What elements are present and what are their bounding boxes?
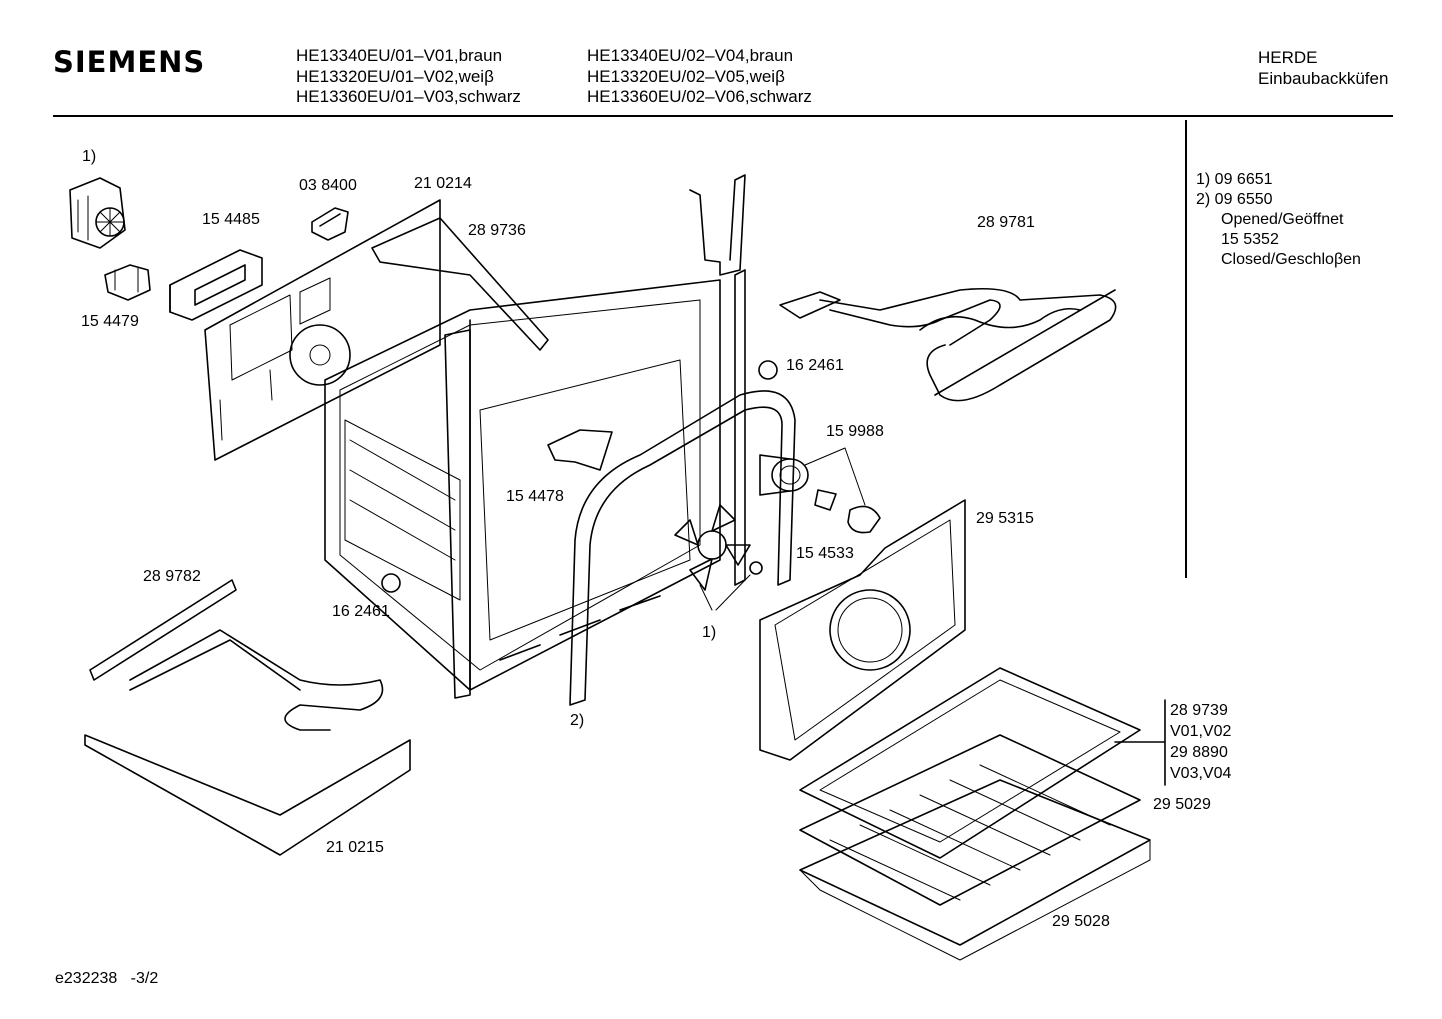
lamp-cover-drawing bbox=[847, 505, 881, 534]
notes-divider bbox=[1185, 120, 1187, 578]
fan-drawing bbox=[674, 504, 751, 591]
model-line: HE13340EU/01–V01,braun bbox=[296, 46, 503, 65]
note-line: 15 5352 bbox=[1221, 231, 1279, 248]
leader-line bbox=[699, 574, 751, 611]
part-number-label: 21 0214 bbox=[414, 175, 472, 192]
tray-bracket-line bbox=[1114, 699, 1166, 786]
part-ref-label: 2) bbox=[570, 712, 585, 729]
bottom-element-drawing bbox=[84, 579, 411, 856]
clip-drawing bbox=[311, 207, 349, 241]
category-block: HERDE Einbaubackküfen bbox=[1258, 47, 1388, 89]
model-line: HE13340EU/02–V04,braun bbox=[587, 46, 794, 65]
part-number-label: 28 9781 bbox=[977, 214, 1035, 231]
notes-panel: 1) 09 6651 2) 09 6550 Opened/Geöffnet 15… bbox=[1196, 170, 1361, 270]
tray-variant-list: 28 9739 V01,V02 29 8890 V03,V04 bbox=[1170, 700, 1231, 784]
grommet-drawing bbox=[381, 573, 401, 593]
grommet-drawing bbox=[758, 360, 778, 380]
rear-panel-drawing bbox=[759, 499, 966, 761]
category-subtitle: Einbaubackküfen bbox=[1258, 69, 1389, 88]
grill-element-drawing bbox=[779, 287, 1117, 402]
part-number-label: 28 9736 bbox=[468, 222, 526, 239]
model-line: HE13320EU/02–V05,weiβ bbox=[587, 66, 785, 86]
brand-logo: SIEMENS bbox=[53, 45, 206, 79]
part-number-label: 21 0215 bbox=[326, 839, 384, 856]
part-number-label: 15 9988 bbox=[826, 423, 884, 440]
tray-variant-line: 28 9739 bbox=[1170, 702, 1228, 719]
part-number-label: 16 2461 bbox=[786, 357, 844, 374]
part-number-label: 28 9782 bbox=[143, 568, 201, 585]
part-ref-label: 1) bbox=[82, 148, 97, 165]
baking-tray-drawing bbox=[799, 667, 1141, 859]
grill-pan-drawing bbox=[799, 779, 1151, 961]
part-number-label: 29 5029 bbox=[1153, 796, 1211, 813]
model-line: HE13360EU/01–V03,schwarz bbox=[296, 87, 521, 106]
note-line: 2) 09 6550 bbox=[1196, 191, 1273, 208]
frame-upright-drawing bbox=[734, 269, 746, 586]
switch-part-drawing bbox=[69, 177, 126, 249]
part-number-label: 15 4533 bbox=[796, 545, 854, 562]
note-line: Closed/Geschloβen bbox=[1221, 251, 1361, 268]
oven-side-panel-drawing bbox=[204, 199, 441, 461]
part-number-label: 15 4479 bbox=[81, 313, 139, 330]
part-number-label: 16 2461 bbox=[332, 603, 390, 620]
wire-rack-drawing bbox=[799, 734, 1141, 906]
frame-upright-drawing bbox=[689, 174, 746, 276]
part-number-label: 29 5028 bbox=[1052, 913, 1110, 930]
lamp-drawing bbox=[759, 454, 809, 496]
model-list-col2: HE13340EU/02–V04,braun HE13320EU/02–V05,… bbox=[587, 46, 812, 108]
footer-code: e232238 -3/2 bbox=[55, 970, 158, 988]
switch-part-drawing bbox=[104, 264, 151, 301]
category-title: HERDE bbox=[1258, 48, 1318, 67]
model-line: HE13360EU/02–V06,schwarz bbox=[587, 87, 812, 106]
model-line: HE13320EU/01–V02,weiβ bbox=[296, 66, 494, 86]
part-ref-label: 1) bbox=[702, 624, 717, 641]
tray-variant-line: V01,V02 bbox=[1170, 723, 1232, 740]
model-list-col1: HE13340EU/01–V01,braun HE13320EU/01–V02,… bbox=[296, 46, 521, 108]
tray-variant-line: 29 8890 bbox=[1170, 744, 1228, 761]
page-indicator: -3/2 bbox=[130, 970, 159, 987]
part-number-label: 03 8400 bbox=[299, 177, 357, 194]
bulb-drawing bbox=[814, 489, 837, 511]
leader-line bbox=[804, 447, 866, 506]
frame-upright-drawing bbox=[444, 329, 471, 699]
door-seal-drawing bbox=[569, 390, 796, 706]
part-number-label: 15 4485 bbox=[202, 211, 260, 228]
tray-variant-line: V03,V04 bbox=[1170, 765, 1232, 782]
oven-cavity-drawing bbox=[324, 279, 721, 691]
note-line: Opened/Geöffnet bbox=[1221, 211, 1344, 228]
part-number-label: 15 4478 bbox=[506, 488, 564, 505]
control-housing-drawing bbox=[169, 249, 263, 321]
part-number-label: 29 5315 bbox=[976, 510, 1034, 527]
element-bar-drawing bbox=[371, 217, 549, 351]
note-line: 1) 09 6651 bbox=[1196, 171, 1273, 188]
lamp-bracket-drawing bbox=[547, 429, 613, 471]
drawing-code: e232238 bbox=[55, 970, 118, 987]
header-divider bbox=[53, 115, 1393, 117]
fan-nut-drawing bbox=[749, 561, 763, 575]
